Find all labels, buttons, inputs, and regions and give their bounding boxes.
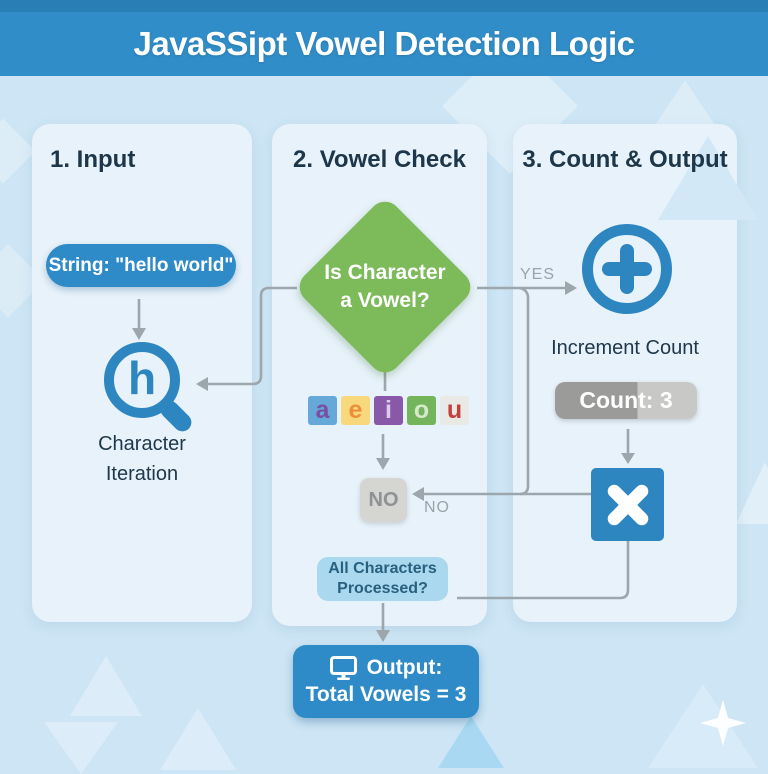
panel-vowel-check [272, 124, 487, 626]
deco-triangle [160, 708, 236, 770]
deco-triangle [648, 684, 758, 768]
yes-edge-label: YES [520, 266, 556, 283]
output-label: Output: [366, 656, 443, 679]
heading-input: 1. Input [50, 146, 136, 173]
monitor-icon [329, 656, 357, 680]
character-iteration-label: Character Iteration [98, 433, 186, 485]
vowel-tile: u [440, 396, 469, 425]
no-result-box: NO [360, 478, 407, 522]
magnifier-lens: h [104, 342, 180, 418]
vowel-tile: a [308, 396, 337, 425]
deco-triangle [44, 722, 118, 774]
vowel-tile: o [407, 396, 436, 425]
vowel-tile: i [374, 396, 403, 425]
no-edge-label: NO [424, 499, 450, 516]
output-total: Total Vowels = 3 [305, 683, 467, 706]
deco-triangle [736, 462, 768, 524]
vowel-tile: e [341, 396, 370, 425]
x-icon-box [591, 468, 664, 541]
increment-plus-icon [582, 224, 672, 314]
heading-count-output: 3. Count & Output [522, 146, 728, 173]
deco-triangle [70, 656, 142, 716]
increment-count-label: Increment Count [551, 337, 699, 359]
page-title: JavaSSipt Vowel Detection Logic [133, 25, 635, 62]
magnifier-icon: h [104, 342, 204, 442]
header-banner: JavaSSipt Vowel Detection Logic [0, 0, 768, 76]
output-box: Output: Total Vowels = 3 [293, 645, 479, 718]
heading-vowel-check: 2. Vowel Check [293, 146, 466, 173]
decision-question: Is Character a Vowel? [324, 261, 446, 312]
deco-triangle [655, 80, 715, 125]
deco-triangle [438, 716, 504, 768]
count-badge: Count: 3 [555, 382, 697, 419]
current-character: h [127, 352, 157, 404]
input-string-pill: String: "hello world" [46, 244, 236, 287]
deco-diamond [0, 118, 36, 184]
all-characters-processed-box: All Characters Processed? [317, 557, 448, 601]
